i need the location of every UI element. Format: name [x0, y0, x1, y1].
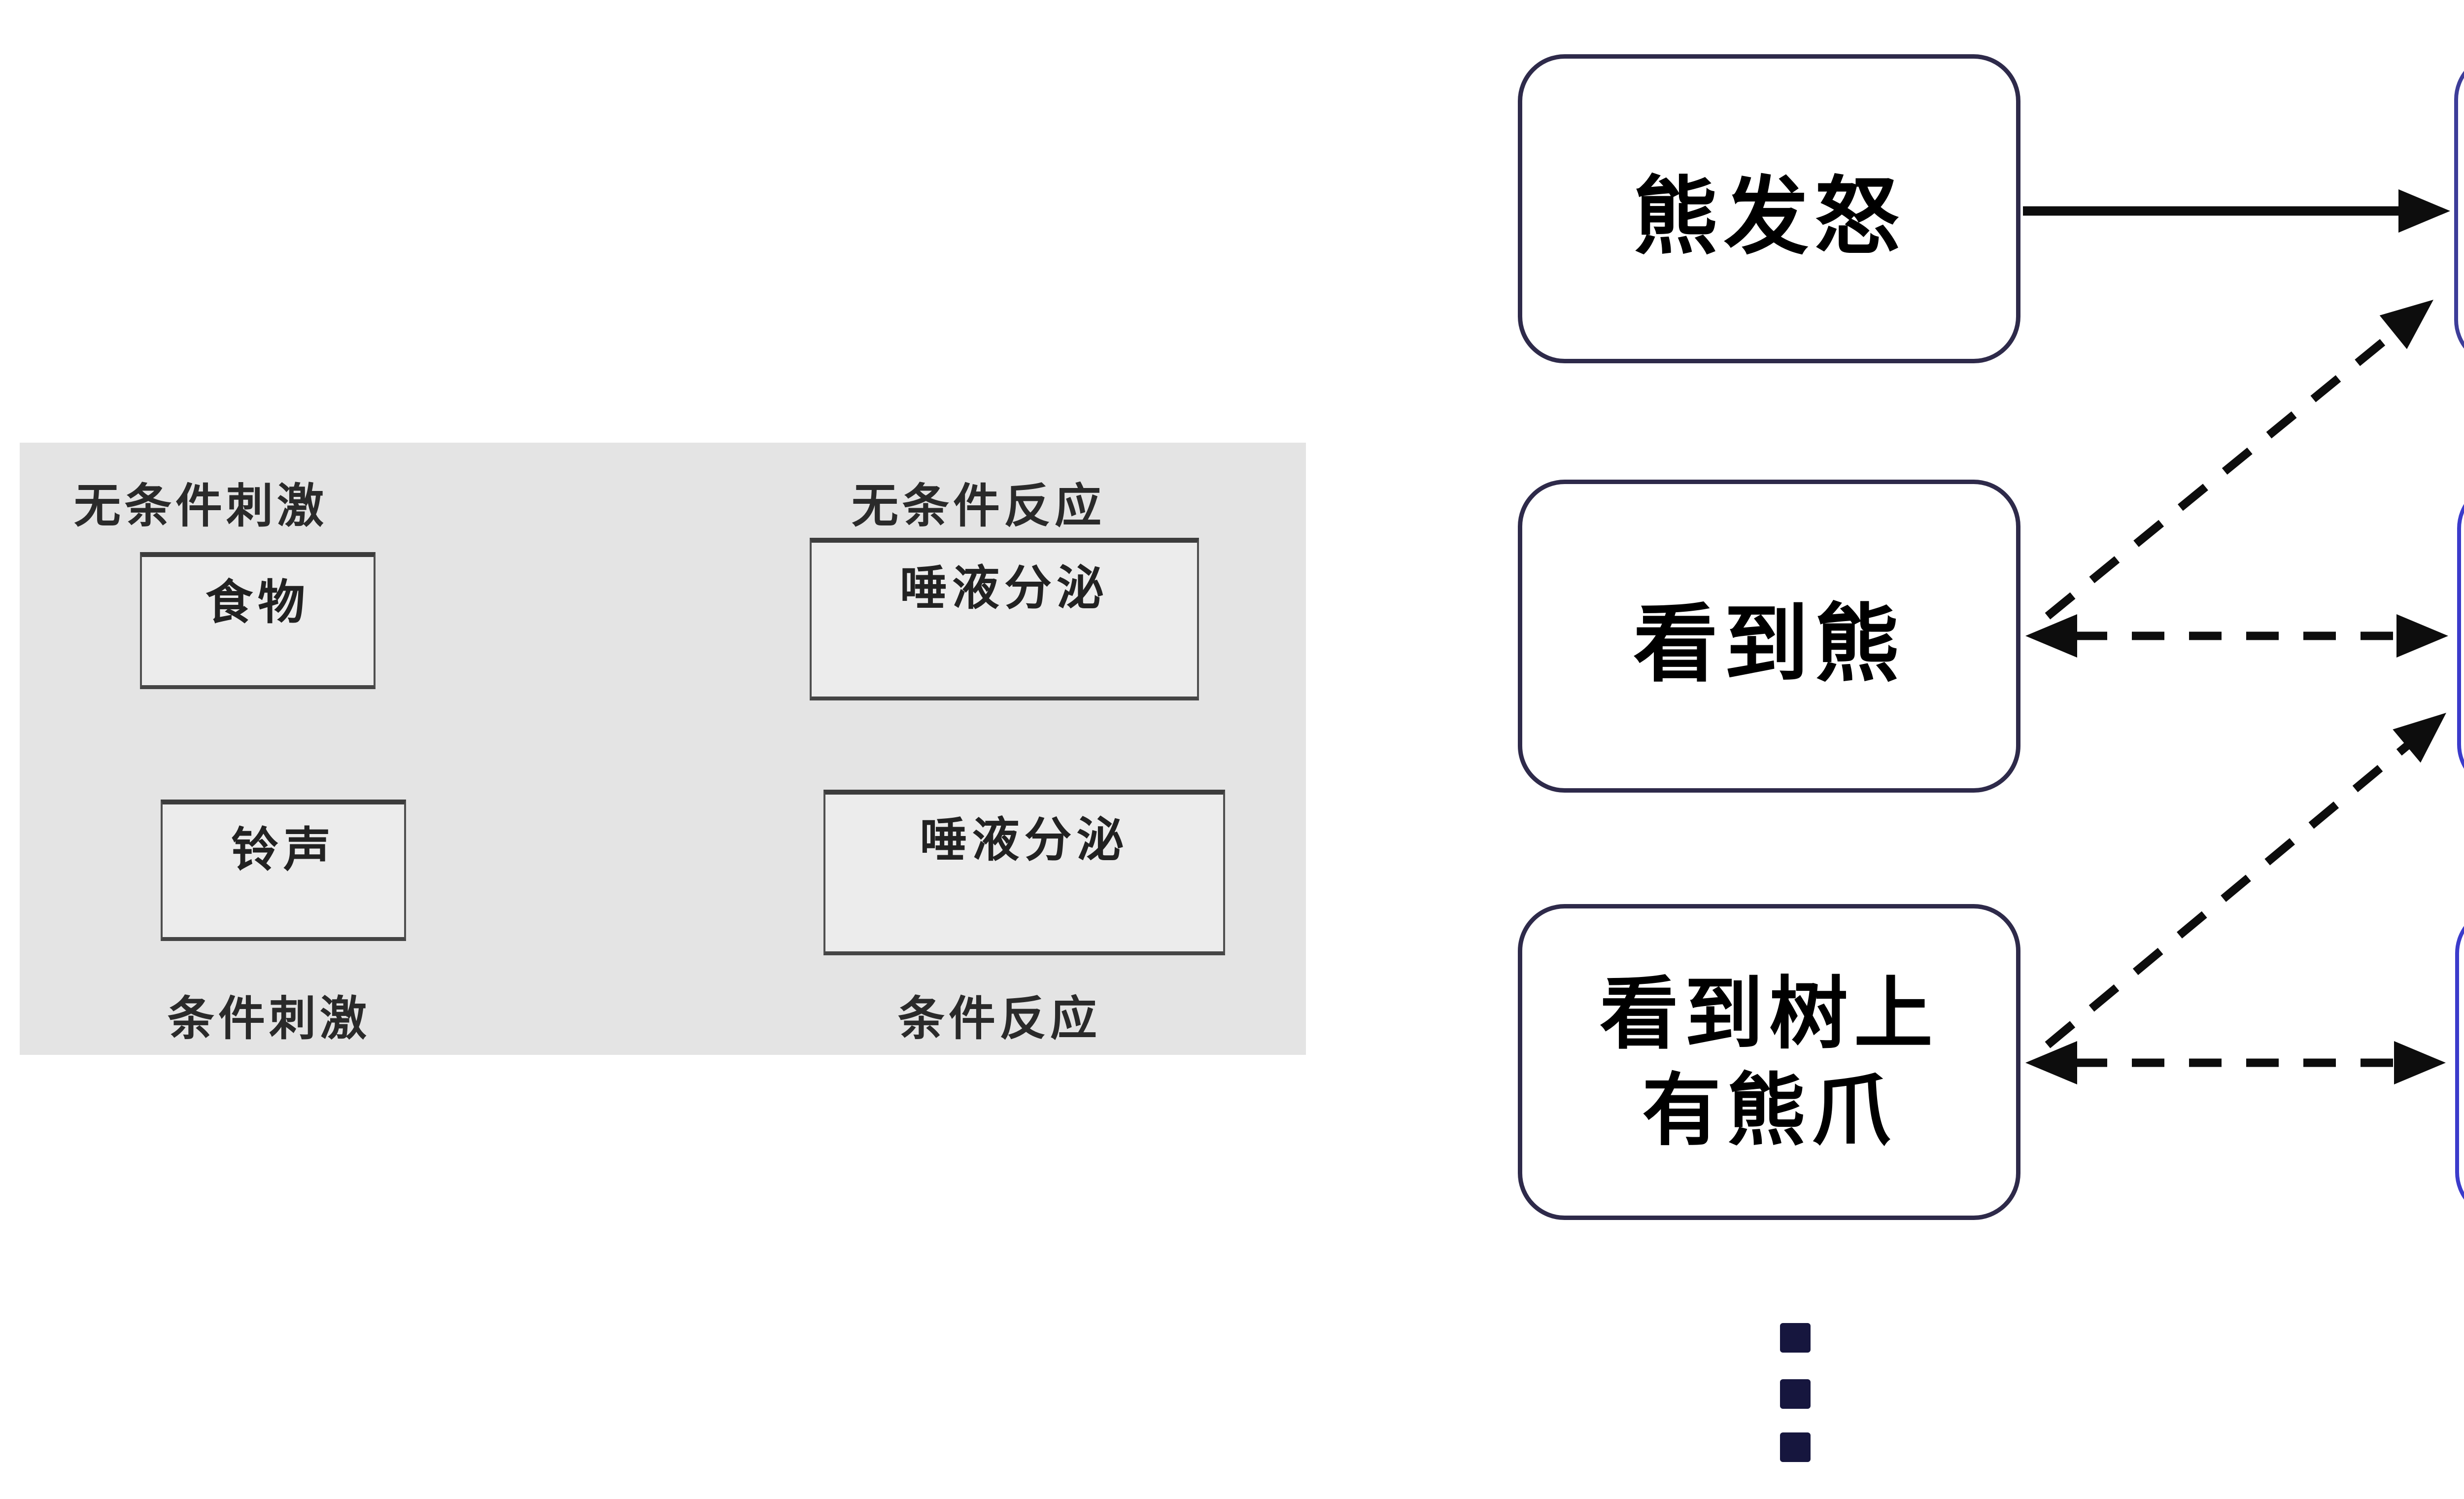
seeclaw-to-vnext-dashed-diagonal-arrow [2045, 713, 2446, 1048]
seebear-vnext-dashed-double-arrow [2025, 614, 2448, 658]
left-ellipsis-dot [1780, 1323, 1811, 1353]
node-reward: 奖励 [2454, 53, 2464, 367]
salivation-top-box: 唾液分泌 [810, 538, 1199, 700]
left-ellipsis-dot [1780, 1379, 1811, 1409]
label-conditioned-response: 条件反应 [898, 993, 1101, 1045]
left-ellipsis-dot [1780, 1432, 1811, 1462]
label-conditioned-stimulus: 条件刺激 [168, 993, 371, 1045]
food-box: 食物 [140, 552, 376, 689]
node-see-claw: 看到树上 有熊爪 [1518, 904, 2020, 1220]
pavlov-panel: 无条件刺激 无条件反应 条件刺激 条件反应 食物 唾液分泌 铃声 唾液分泌 [20, 443, 1306, 1055]
node-see-bear: 看到熊 [1518, 480, 2020, 793]
seeclaw-vcurrent-dashed-double-arrow [2025, 1041, 2446, 1084]
bell-box: 铃声 [161, 800, 406, 941]
node-v-current: V(s) [2455, 906, 2464, 1219]
node-see-claw-label: 看到树上 有熊爪 [1599, 970, 1939, 1154]
salivation-bottom-box: 唾液分泌 [823, 790, 1225, 955]
label-unconditioned-stimulus: 无条件刺激 [74, 480, 328, 532]
label-unconditioned-response: 无条件反应 [852, 480, 1106, 532]
node-v-next: V(s′) [2457, 482, 2464, 791]
bear-to-reward-solid-arrow [2023, 189, 2450, 233]
node-bear-angry: 熊发怒 [1518, 54, 2020, 363]
seebear-to-reward-dashed-diagonal-arrow [2045, 300, 2433, 620]
